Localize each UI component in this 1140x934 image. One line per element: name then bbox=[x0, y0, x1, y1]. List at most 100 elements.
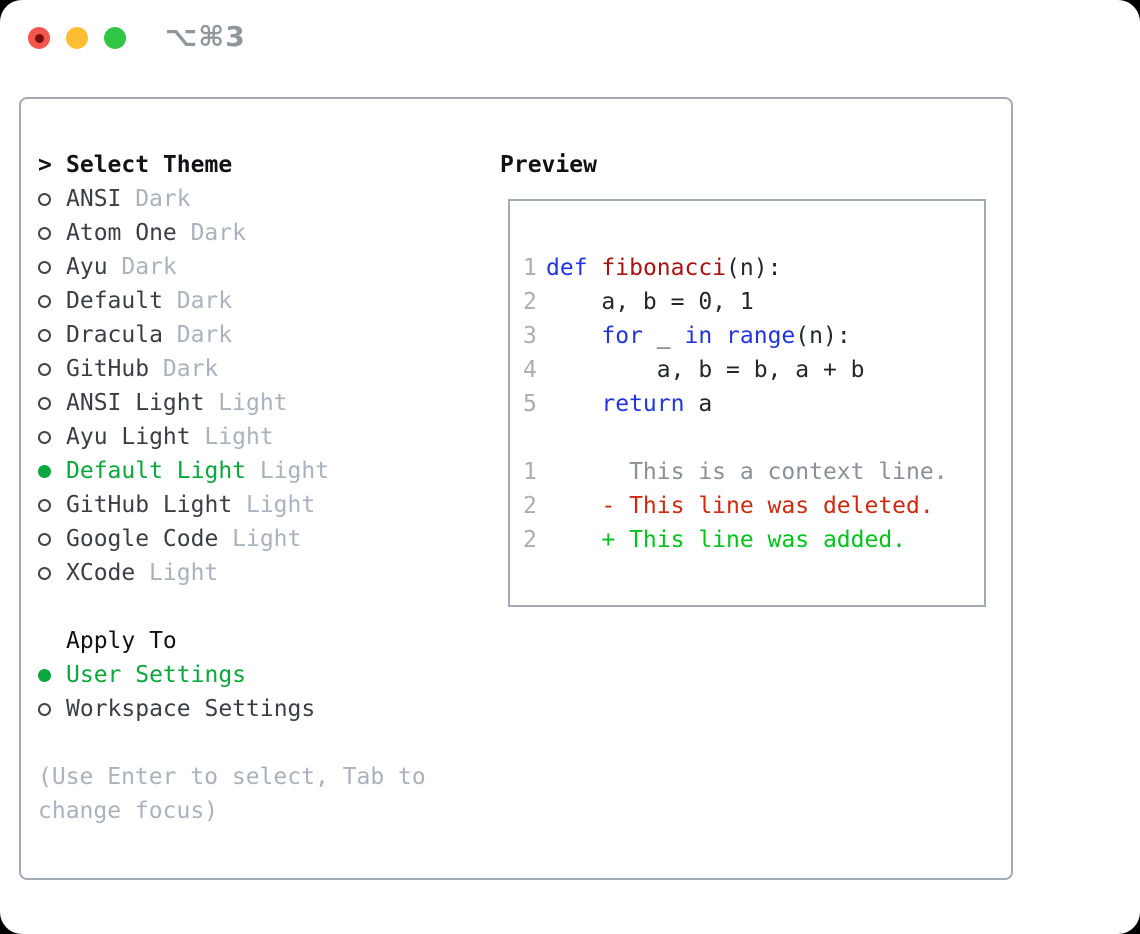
theme-tag: Dark bbox=[121, 254, 177, 280]
theme-tag: Light bbox=[149, 560, 219, 586]
code-token bbox=[588, 251, 602, 285]
code-token: This is a context line. bbox=[546, 459, 948, 485]
theme-tag: Dark bbox=[162, 356, 219, 382]
minimize-button[interactable] bbox=[66, 27, 88, 49]
apply-option-workspace-settings[interactable]: Workspace Settings bbox=[38, 692, 315, 726]
theme-picker-panel: > Select Theme ANSI Dark Atom One Dark A… bbox=[19, 97, 1013, 880]
prompt-icon: > bbox=[38, 152, 52, 178]
line-number: 1 bbox=[523, 459, 537, 485]
radio-icon bbox=[38, 362, 51, 376]
theme-name: Google Code bbox=[66, 526, 219, 552]
code-token: + This line was added. bbox=[546, 527, 907, 553]
theme-name: GitHub bbox=[66, 356, 150, 382]
theme-tag: Dark bbox=[176, 288, 233, 314]
apply-to-title: Apply To bbox=[66, 628, 177, 654]
code-token: _ bbox=[642, 323, 685, 349]
apply-option-label: User Settings bbox=[66, 662, 247, 688]
preview-pane: 1 def fibonacci (n): 2 a, b = 0, 1 3 for… bbox=[508, 199, 986, 607]
radio-icon bbox=[38, 566, 51, 580]
theme-list-header: > Select Theme bbox=[38, 148, 329, 182]
theme-list-title: Select Theme bbox=[66, 152, 233, 178]
code-line: 1 def fibonacci (n): bbox=[510, 251, 984, 285]
radio-icon bbox=[38, 226, 51, 240]
radio-icon bbox=[38, 430, 51, 444]
radio-icon bbox=[38, 192, 51, 206]
theme-tag: Light bbox=[218, 390, 288, 416]
code-line: 5 return a bbox=[510, 387, 984, 421]
apply-to-header: Apply To bbox=[38, 624, 315, 658]
code-token: in bbox=[684, 323, 713, 349]
theme-name: Ayu Light bbox=[66, 424, 191, 450]
unsaved-dot-icon bbox=[34, 33, 44, 43]
code-token: fibonacci bbox=[601, 255, 727, 281]
radio-icon bbox=[38, 702, 51, 716]
theme-option-ansi-light[interactable]: ANSI Light Light bbox=[38, 386, 329, 420]
theme-name: Default Light bbox=[66, 458, 247, 484]
theme-tag: Dark bbox=[135, 186, 191, 212]
diff-added-line: 2 + This line was added. bbox=[510, 523, 984, 557]
code-token bbox=[546, 319, 601, 353]
theme-list: > Select Theme ANSI Dark Atom One Dark A… bbox=[38, 148, 329, 590]
code-token: (n): bbox=[795, 323, 851, 349]
code-token: (n): bbox=[726, 255, 782, 281]
code-token: a, b = b, a + b bbox=[546, 357, 865, 383]
code-line: 2 a, b = 0, 1 bbox=[510, 285, 984, 319]
diff-deleted-line: 2 - This line was deleted. bbox=[510, 489, 984, 523]
code-token: a bbox=[684, 391, 713, 417]
radio-icon bbox=[38, 532, 51, 546]
code-token: def bbox=[546, 255, 588, 281]
theme-name: GitHub Light bbox=[66, 492, 233, 518]
theme-option-google-code-light[interactable]: Google Code Light bbox=[38, 522, 329, 556]
theme-tag: Light bbox=[232, 526, 302, 552]
theme-name: ANSI Light bbox=[66, 390, 205, 416]
theme-option-ansi-dark[interactable]: ANSI Dark bbox=[38, 182, 329, 216]
line-number: 5 bbox=[523, 391, 537, 417]
theme-option-ayu-dark[interactable]: Ayu Dark bbox=[38, 250, 329, 284]
code-token: range bbox=[726, 323, 796, 349]
keyboard-hint: (Use Enter to select, Tab to change focu… bbox=[38, 764, 440, 824]
theme-option-dracula-dark[interactable]: Dracula Dark bbox=[38, 318, 329, 352]
radio-icon bbox=[38, 294, 51, 308]
theme-option-xcode-light[interactable]: XCode Light bbox=[38, 556, 329, 590]
theme-name: XCode bbox=[66, 560, 136, 586]
radio-selected-icon bbox=[38, 464, 51, 478]
line-number: 2 bbox=[523, 527, 537, 553]
theme-option-github-light[interactable]: GitHub Light Light bbox=[38, 488, 329, 522]
apply-option-user-settings[interactable]: User Settings bbox=[38, 658, 315, 692]
code-line-blank bbox=[510, 421, 984, 455]
theme-name: Ayu bbox=[66, 254, 108, 280]
apply-option-label: Workspace Settings bbox=[66, 696, 316, 722]
close-button[interactable] bbox=[28, 27, 50, 49]
theme-option-atom-one-dark[interactable]: Atom One Dark bbox=[38, 216, 329, 250]
line-number: 1 bbox=[523, 255, 537, 281]
theme-name: Dracula bbox=[66, 322, 163, 348]
zoom-button[interactable] bbox=[104, 27, 126, 49]
theme-option-github-dark[interactable]: GitHub Dark bbox=[38, 352, 329, 386]
radio-icon bbox=[38, 396, 51, 410]
preview-title: Preview bbox=[500, 152, 597, 178]
theme-tag: Dark bbox=[176, 322, 233, 348]
theme-name: Atom One bbox=[66, 220, 177, 246]
line-number: 4 bbox=[523, 357, 537, 383]
code-token: - This line was deleted. bbox=[546, 493, 934, 519]
theme-option-ayu-light[interactable]: Ayu Light Light bbox=[38, 420, 329, 454]
theme-option-default-dark[interactable]: Default Dark bbox=[38, 284, 329, 318]
code-token: a, b = 0, 1 bbox=[546, 289, 754, 315]
radio-icon bbox=[38, 498, 51, 512]
line-number bbox=[510, 421, 546, 455]
theme-option-default-light[interactable]: Default Light Light bbox=[38, 454, 329, 488]
radio-icon bbox=[38, 328, 51, 342]
theme-name: Default bbox=[66, 288, 163, 314]
radio-icon bbox=[38, 260, 51, 274]
theme-tag: Light bbox=[259, 458, 330, 484]
code-token: return bbox=[601, 391, 685, 417]
code-line: 3 for _ in range (n): bbox=[510, 319, 984, 353]
apply-to-section: Apply To User Settings Workspace Setting… bbox=[38, 624, 315, 726]
window-shortcut-label: ⌥⌘3 bbox=[165, 20, 246, 53]
code-line: 4 a, b = b, a + b bbox=[510, 353, 984, 387]
theme-tag: Dark bbox=[190, 220, 246, 246]
theme-tag: Light bbox=[245, 492, 316, 518]
line-number: 2 bbox=[523, 289, 537, 315]
diff-context-line: 1 This is a context line. bbox=[510, 455, 984, 489]
